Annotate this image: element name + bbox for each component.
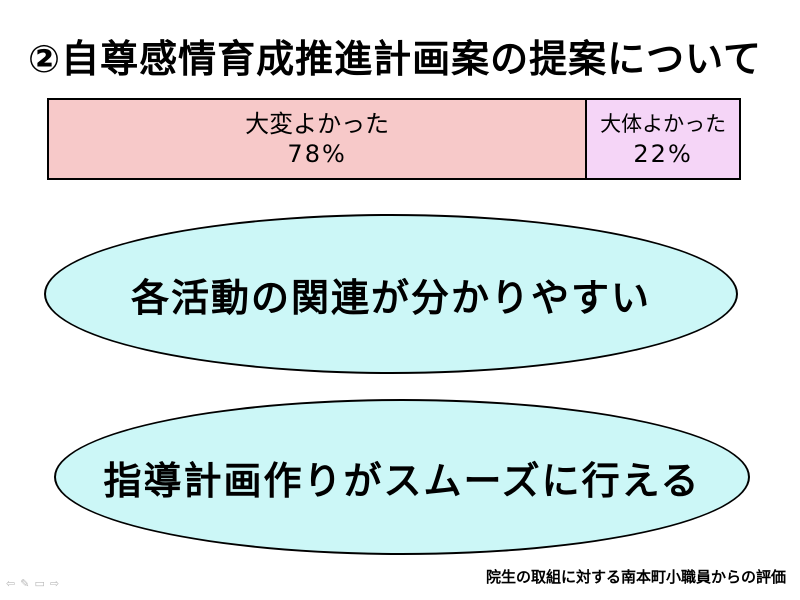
comment-text-2: 指導計画作りがスムーズに行える — [103, 458, 701, 503]
segment-fairly-good: 大体よかった 22% — [587, 100, 739, 178]
comment-ellipse-2: 指導計画作りがスムーズに行える — [54, 399, 750, 555]
slideshow-nav-controls: ⇦ ✎ ▭ ⇨ — [6, 578, 59, 590]
segment-very-good: 大変よかった 78% — [49, 100, 588, 178]
comment-ellipse-1: 各活動の関連が分かりやすい — [44, 214, 738, 374]
result-bar: 大変よかった 78% 大体よかった 22% — [47, 98, 741, 180]
pen-icon[interactable]: ✎ — [20, 577, 30, 590]
slide-footer-note: 院生の取組に対する南本町小職員からの評価 — [485, 568, 786, 586]
arrow-right-icon[interactable]: ⇨ — [49, 577, 60, 590]
segment-very-good-label: 大変よかった — [245, 110, 390, 138]
comment-text-1: 各活動の関連が分かりやすい — [130, 275, 651, 320]
arrow-left-icon[interactable]: ⇦ — [6, 577, 16, 590]
menu-icon[interactable]: ▭ — [34, 577, 45, 590]
segment-fairly-good-label: 大体よかった — [600, 112, 727, 136]
segment-fairly-good-value: 22% — [633, 140, 693, 168]
segment-very-good-value: 78% — [287, 140, 347, 168]
slide-title: ②自尊感情育成推進計画案の提案について — [28, 37, 763, 81]
